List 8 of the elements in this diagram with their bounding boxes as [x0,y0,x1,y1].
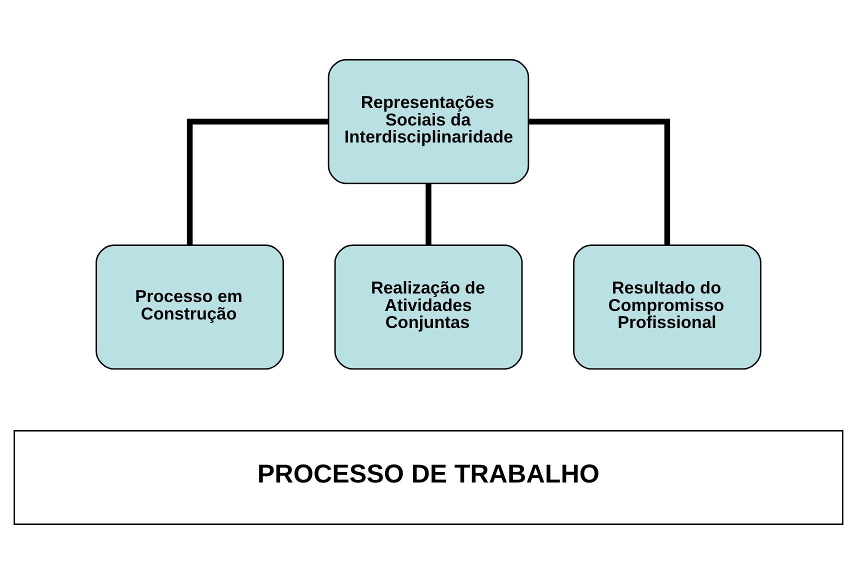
node-box: Processo em Construção [96,244,284,370]
node-box: Representações Sociais da Interdisciplinaridade [328,59,530,184]
connector [186,118,328,245]
connector [426,184,432,245]
node-box: Realização de Atividades Conjuntas [334,244,523,370]
node-box: Resultado do Compromisso Profissional [573,244,762,370]
node-box: PROCESSO DE TRABALHO [14,430,844,525]
connector [529,118,670,245]
